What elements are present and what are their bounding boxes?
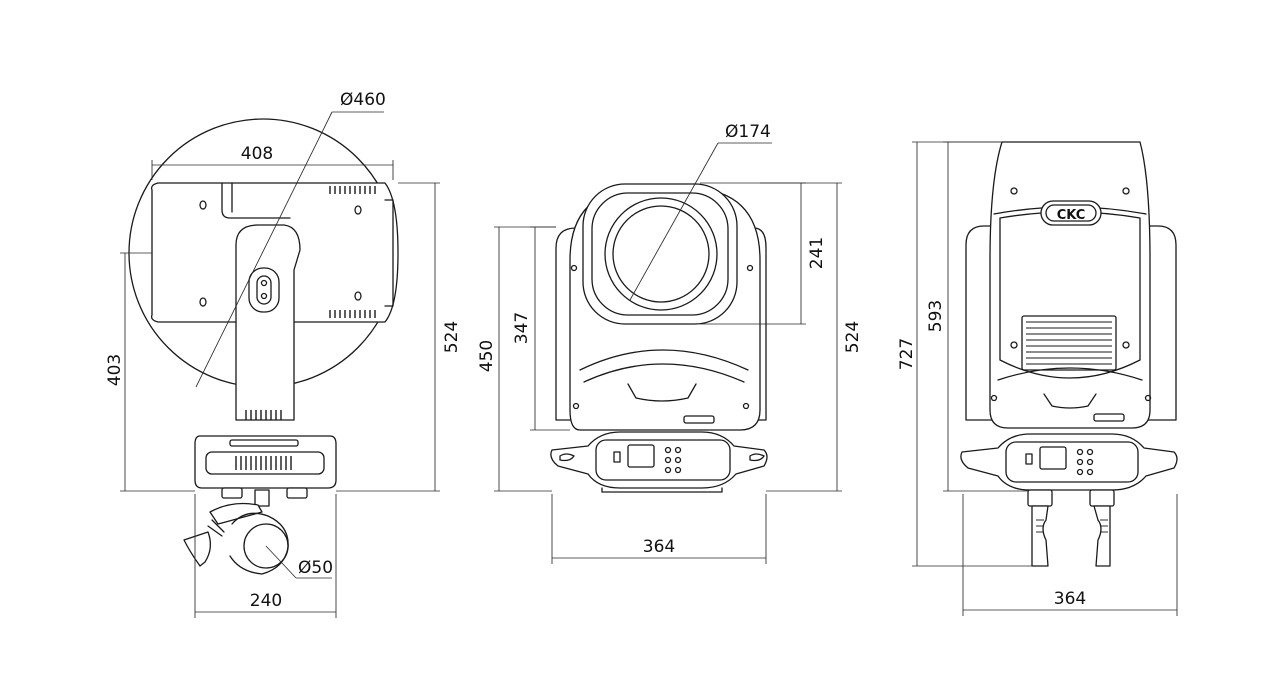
side-head-width-label: 408 [241,144,273,164]
rear-body-height-label: 593 [926,300,946,332]
front-lens-height-label: 241 [807,237,827,269]
front-lens-bezel [582,183,738,325]
front-view [550,183,768,493]
side-head-vents-top [329,186,376,194]
side-base-width-label: 240 [250,591,282,611]
side-clamp [183,487,308,575]
side-clamp-diameter-label: Ø50 [298,558,333,578]
front-yoke-height-label: 450 [477,340,497,372]
rear-clamps [1027,489,1115,567]
side-base-handle [205,451,325,475]
front-display [627,444,655,468]
dimension-lines [120,111,1178,618]
rear-yoke-right-arm [1143,225,1177,421]
side-arm-vents [245,410,282,420]
front-lens-diameter-label: Ø174 [725,122,771,142]
front-overall-height-label: 524 [843,321,863,353]
dimension-labels: Ø460 408 524 403 Ø50 240 Ø174 241 524 45… [105,90,1086,611]
side-head-vents-bottom [329,310,376,318]
side-yoke-arm [235,224,301,421]
side-tilt-knob [248,267,280,313]
front-arm-height-label: 347 [512,312,532,344]
front-base-width-label: 364 [643,537,675,557]
side-tilt-height-label: 403 [105,354,125,386]
front-base [550,431,768,489]
front-lens [604,197,718,311]
rear-head-body [989,141,1151,429]
rear-vent-grille [1021,315,1117,371]
rear-logo-badge [1040,200,1102,226]
rear-base-width-label: 364 [1054,589,1086,609]
front-handle [627,383,697,402]
side-view [128,118,399,575]
rear-view: CKC [960,141,1178,567]
rear-logo-text: CKC [1057,208,1086,223]
side-head-diameter-label: Ø460 [340,90,386,110]
side-overall-height-label: 524 [442,321,462,353]
rear-display [1039,446,1067,470]
rear-total-height-label: 727 [897,338,917,370]
rear-base [960,433,1178,491]
